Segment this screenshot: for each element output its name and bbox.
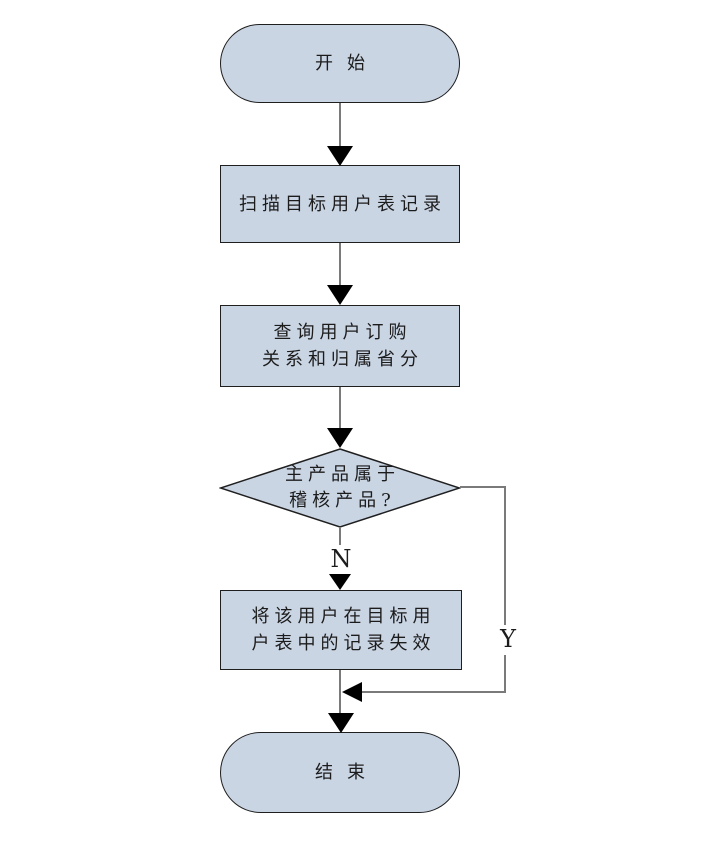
invalidate-process-node: 将该用户在目标用 户表中的记录失效 [220, 590, 462, 670]
end-terminator-node: 结束 [220, 732, 460, 813]
left-arrowhead-icon [342, 682, 362, 702]
start-label: 开始 [315, 53, 379, 74]
decision-label: 主产品属于 稽核产品? [285, 464, 400, 511]
invalidate-label: 将该用户在目标用 户表中的记录失效 [251, 606, 436, 654]
connector-scan-to-query [339, 243, 341, 285]
connector-decision-yes-branch-vertical [504, 486, 506, 693]
down-arrowhead-icon [327, 285, 353, 305]
yes-branch-label: Y [495, 625, 521, 655]
start-terminator-node: 开始 [220, 24, 460, 103]
query-process-node: 查询用户订购 关系和归属省分 [220, 305, 460, 387]
end-label: 结束 [315, 762, 379, 783]
connector-decision-yes-branch-bottom [362, 691, 505, 693]
diamond-shape [219, 448, 461, 528]
connector-query-to-decision [339, 387, 341, 428]
no-branch-label: N [329, 545, 353, 573]
down-arrowhead-icon [329, 574, 351, 590]
decision-diamond-node: 主产品属于 稽核产品? [219, 448, 461, 528]
connector-decision-yes-branch-top [460, 486, 506, 488]
down-arrowhead-icon [327, 146, 353, 166]
down-arrowhead-icon [327, 428, 353, 448]
connector-start-to-scan [339, 103, 341, 148]
down-arrowhead-icon [328, 713, 354, 733]
query-label: 查询用户订购 关系和归属省分 [262, 322, 423, 370]
connector-decision-no-branch [339, 528, 341, 546]
connector-invalidate-to-end [339, 670, 341, 715]
scan-process-node: 扫描目标用户表记录 [220, 165, 460, 243]
scan-label: 扫描目标用户表记录 [239, 193, 446, 215]
